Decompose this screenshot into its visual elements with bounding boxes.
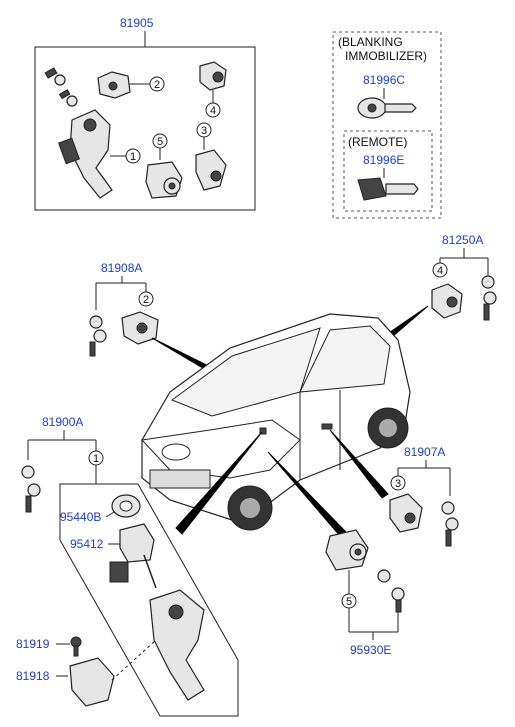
- blanking-label-line2: IMMOBILIZER): [345, 49, 427, 63]
- part-number-95412[interactable]: 95412: [70, 537, 104, 551]
- key-icon: [377, 569, 405, 613]
- callout-2: 2: [143, 294, 149, 306]
- callout-1: 1: [130, 151, 136, 163]
- blanking-immobilizer-group: (BLANKING IMMOBILIZER) 81996C (REMOTE) 8…: [332, 31, 442, 219]
- kit-81900a: 81900A 1 95440B 95412 81919: [16, 415, 239, 717]
- cylinder-icon: [199, 61, 227, 91]
- kit-frame: [59, 483, 239, 717]
- callout-4: 4: [210, 105, 216, 117]
- kit-95930e: 5 95930E: [325, 529, 405, 657]
- key-icon: [89, 315, 107, 357]
- callout-3: 3: [201, 125, 207, 137]
- ignition-lock-icon: [58, 109, 113, 199]
- bolt-icon: [70, 636, 82, 657]
- part-number-81900a[interactable]: 81900A: [42, 415, 83, 429]
- callout-5: 5: [346, 596, 352, 608]
- callout-2: 2: [154, 79, 160, 91]
- remote-key-icon: [357, 177, 419, 201]
- part-number-81919[interactable]: 81919: [16, 637, 50, 651]
- part-number-81908a[interactable]: 81908A: [101, 261, 142, 275]
- bezel-ring-icon: [111, 494, 141, 518]
- callout-4: 4: [437, 265, 443, 277]
- part-number-81250a[interactable]: 81250A: [442, 233, 483, 247]
- part-number-81918[interactable]: 81918: [16, 669, 50, 683]
- cylinder-icon: [431, 283, 463, 319]
- callout-1: 1: [93, 453, 99, 465]
- glovebox-cylinder-icon: [325, 529, 369, 571]
- key-icon: [441, 501, 459, 547]
- kit-frame: [34, 46, 256, 211]
- car-illustration: [140, 313, 411, 531]
- ignition-lock-icon: [149, 589, 205, 701]
- blanking-frame: [332, 31, 442, 219]
- kit-81905: 81905 2 4 1: [34, 16, 256, 211]
- key-icon: [357, 97, 417, 119]
- kit-81907a: 81907A 3: [389, 445, 459, 547]
- immobilizer-antenna-icon: [109, 523, 157, 589]
- remote-frame: [343, 130, 433, 212]
- callout-3: 3: [395, 478, 401, 490]
- pointer-wedge: [175, 431, 263, 535]
- part-number-95440b[interactable]: 95440B: [60, 510, 101, 524]
- door-cylinder-icon: [195, 149, 227, 191]
- shroud-cover-icon: [69, 657, 115, 707]
- part-number-81907a[interactable]: 81907A: [404, 445, 445, 459]
- door-cylinder-icon: [389, 493, 423, 533]
- key-icon: [44, 67, 78, 107]
- pointer-wedge: [329, 429, 389, 499]
- remote-label: (REMOTE): [348, 135, 407, 149]
- part-number-81996e[interactable]: 81996E: [363, 153, 404, 167]
- blanking-label-line1: (BLANKING: [338, 35, 403, 49]
- glovebox-cylinder-icon: [145, 161, 183, 199]
- callout-5: 5: [157, 136, 163, 148]
- part-number-81996c[interactable]: 81996C: [363, 73, 405, 87]
- part-number-81905[interactable]: 81905: [120, 16, 154, 30]
- key-icon: [481, 275, 497, 321]
- lock-housing-icon: [121, 311, 159, 345]
- key-icon: [21, 465, 41, 513]
- lock-housing-icon: [97, 71, 131, 99]
- part-number-95930e[interactable]: 95930E: [350, 643, 391, 657]
